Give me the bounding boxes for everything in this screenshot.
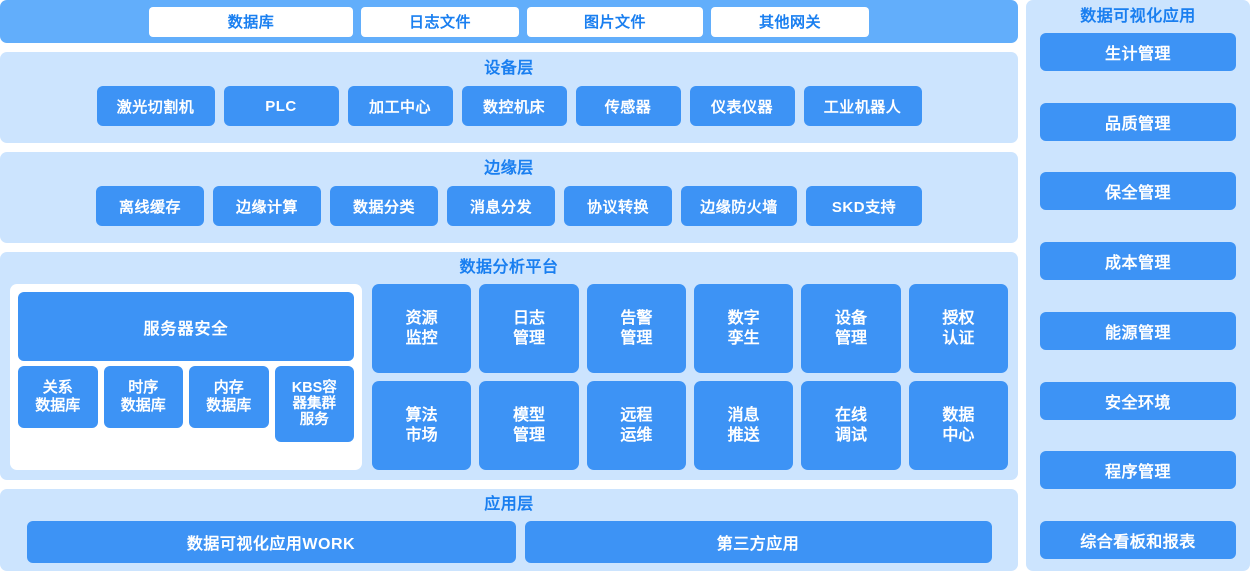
app-item-third-party[interactable]: 第三方应用 xyxy=(524,521,992,563)
application-layer-title: 应用层 xyxy=(484,496,534,513)
module-algorithm-marketplace[interactable]: 算法 市场 xyxy=(372,381,472,470)
db-item-timeseries[interactable]: 时序 数据库 xyxy=(103,366,183,428)
module-remote-ops-line2: 运维 xyxy=(620,426,653,444)
db-item-inmemory[interactable]: 内存 数据库 xyxy=(189,366,269,428)
device-layer-items: 激光切割机 PLC 加工中心 数控机床 传感器 仪表仪器 工业机器人 xyxy=(0,86,1018,126)
module-algorithm-line1: 算法 xyxy=(405,406,438,424)
device-item-machining-center[interactable]: 加工中心 xyxy=(347,86,453,126)
sidebar-item-dashboard-reports[interactable]: 综合看板和报表 xyxy=(1040,520,1236,559)
application-layer-panel: 应用层 数据可视化应用WORK 第三方应用 xyxy=(0,489,1018,571)
sidebar-list: 生计管理 品质管理 保全管理 成本管理 能源管理 安全环境 程序管理 综合看板和… xyxy=(1040,33,1236,559)
device-item-laser-cutter[interactable]: 激光切割机 xyxy=(96,86,215,126)
db-item-inmemory-line2: 数据库 xyxy=(206,397,252,414)
database-row: 关系 数据库 时序 数据库 内存 数据库 KBS容 xyxy=(18,366,354,442)
edge-item-edge-firewall[interactable]: 边缘防火墙 xyxy=(681,186,797,226)
module-algorithm-line2: 市场 xyxy=(405,426,438,444)
module-message-push-line1: 消息 xyxy=(727,406,760,424)
gateway-item-other-gateway[interactable]: 其他网关 xyxy=(711,6,869,37)
platform-layer-panel: 数据分析平台 服务器安全 关系 数据库 时序 数据库 xyxy=(0,252,1018,480)
sidebar-item-program-management[interactable]: 程序管理 xyxy=(1040,451,1236,490)
db-item-kbs-container-cluster[interactable]: KBS容 器集群 服务 xyxy=(274,366,354,442)
db-item-relational-line2: 数据库 xyxy=(35,397,81,414)
module-message-push[interactable]: 消息 推送 xyxy=(694,381,794,470)
visualization-sidebar: 数据可视化应用 生计管理 品质管理 保全管理 成本管理 能源管理 安全环境 程序… xyxy=(1026,0,1250,571)
module-digital-twin[interactable]: 数字 孪生 xyxy=(694,284,794,373)
edge-item-message-distribution[interactable]: 消息分发 xyxy=(447,186,555,226)
module-digital-twin-line2: 孪生 xyxy=(727,329,760,347)
module-device-management[interactable]: 设备 管理 xyxy=(801,284,901,373)
module-authorization-line1: 授权 xyxy=(942,309,975,327)
platform-layer-title: 数据分析平台 xyxy=(459,259,559,276)
app-item-data-visualization-work[interactable]: 数据可视化应用WORK xyxy=(26,521,516,563)
db-item-timeseries-line2: 数据库 xyxy=(120,397,166,414)
module-device-management-line2: 管理 xyxy=(834,329,867,347)
module-alarm-management[interactable]: 告警 管理 xyxy=(586,284,686,373)
edge-item-skd-support[interactable]: SKD支持 xyxy=(806,186,922,226)
module-online-debug-line1: 在线 xyxy=(834,406,867,424)
gateway-item-log-file[interactable]: 日志文件 xyxy=(361,6,519,37)
sidebar-item-energy-management[interactable]: 能源管理 xyxy=(1040,311,1236,350)
edge-item-data-classification[interactable]: 数据分类 xyxy=(330,186,438,226)
edge-item-edge-computing[interactable]: 边缘计算 xyxy=(213,186,321,226)
db-item-relational-line1: 关系 xyxy=(42,379,73,397)
device-item-industrial-robot[interactable]: 工业机器人 xyxy=(803,86,922,126)
edge-layer-panel: 边缘层 离线缓存 边缘计算 数据分类 消息分发 协议转换 边缘防火墙 SKD支持 xyxy=(0,152,1018,243)
device-item-cnc-machine[interactable]: 数控机床 xyxy=(461,86,567,126)
module-remote-ops-line1: 远程 xyxy=(620,406,653,424)
module-alarm-management-line2: 管理 xyxy=(620,329,653,347)
db-item-kbs-line1: KBS容 xyxy=(291,379,337,396)
gateway-band: 数据库 日志文件 图片文件 其他网关 xyxy=(0,0,1018,43)
db-item-kbs-line3: 服务 xyxy=(299,412,329,429)
module-authorization-authentication[interactable]: 授权 认证 xyxy=(908,284,1008,373)
module-remote-ops[interactable]: 远程 运维 xyxy=(586,381,686,470)
db-item-inmemory-line1: 内存 xyxy=(213,379,244,397)
gateway-item-database[interactable]: 数据库 xyxy=(149,6,353,37)
module-resource-monitoring-line2: 监控 xyxy=(405,329,438,347)
module-alarm-management-line1: 告警 xyxy=(620,309,653,327)
sidebar-title: 数据可视化应用 xyxy=(1080,8,1196,25)
edge-layer-items: 离线缓存 边缘计算 数据分类 消息分发 协议转换 边缘防火墙 SKD支持 xyxy=(0,186,1018,226)
device-item-instrument[interactable]: 仪表仪器 xyxy=(689,86,795,126)
device-layer-title: 设备层 xyxy=(484,60,534,77)
module-log-management[interactable]: 日志 管理 xyxy=(479,284,579,373)
server-security-box[interactable]: 服务器安全 xyxy=(18,292,354,361)
module-model-management-line2: 管理 xyxy=(512,426,545,444)
platform-module-grid: 资源 监控 日志 管理 告警 管理 数字 孪生 xyxy=(372,284,1008,470)
edge-layer-title: 边缘层 xyxy=(484,160,534,177)
platform-body: 服务器安全 关系 数据库 时序 数据库 内存 数据库 xyxy=(10,284,1008,470)
module-log-management-line2: 管理 xyxy=(512,329,545,347)
edge-item-offline-cache[interactable]: 离线缓存 xyxy=(96,186,204,226)
module-data-center-line2: 中心 xyxy=(942,426,975,444)
module-model-management[interactable]: 模型 管理 xyxy=(479,381,579,470)
sidebar-item-safety-environment[interactable]: 安全环境 xyxy=(1040,381,1236,420)
module-log-management-line1: 日志 xyxy=(512,309,545,327)
module-device-management-line1: 设备 xyxy=(834,309,867,327)
module-online-debug[interactable]: 在线 调试 xyxy=(801,381,901,470)
module-model-management-line1: 模型 xyxy=(512,406,545,424)
module-resource-monitoring-line1: 资源 xyxy=(405,309,438,327)
module-resource-monitoring[interactable]: 资源 监控 xyxy=(372,284,472,373)
module-message-push-line2: 推送 xyxy=(727,426,760,444)
module-data-center-line1: 数据 xyxy=(942,406,975,424)
module-online-debug-line2: 调试 xyxy=(834,426,867,444)
sidebar-item-quality-management[interactable]: 品质管理 xyxy=(1040,102,1236,141)
gateway-item-image-file[interactable]: 图片文件 xyxy=(527,6,703,37)
sidebar-item-cost-management[interactable]: 成本管理 xyxy=(1040,242,1236,281)
server-security-card: 服务器安全 关系 数据库 时序 数据库 内存 数据库 xyxy=(10,284,362,470)
device-item-sensor[interactable]: 传感器 xyxy=(575,86,681,126)
db-item-timeseries-line1: 时序 xyxy=(128,379,159,397)
device-layer-panel: 设备层 激光切割机 PLC 加工中心 数控机床 传感器 仪表仪器 工业机器人 xyxy=(0,52,1018,143)
db-item-kbs-line2: 器集群 xyxy=(292,395,337,412)
application-layer-items: 数据可视化应用WORK 第三方应用 xyxy=(0,521,1018,563)
edge-item-protocol-conversion[interactable]: 协议转换 xyxy=(564,186,672,226)
sidebar-item-maintenance-management[interactable]: 保全管理 xyxy=(1040,172,1236,211)
device-item-plc[interactable]: PLC xyxy=(223,86,339,126)
module-data-center[interactable]: 数据 中心 xyxy=(908,381,1008,470)
main-column: 数据库 日志文件 图片文件 其他网关 设备层 激光切割机 PLC 加工中心 数控… xyxy=(0,0,1018,571)
sidebar-item-livelihood-management[interactable]: 生计管理 xyxy=(1040,33,1236,71)
module-authorization-line2: 认证 xyxy=(942,329,975,347)
module-digital-twin-line1: 数字 xyxy=(727,309,760,327)
db-item-relational[interactable]: 关系 数据库 xyxy=(18,366,98,428)
